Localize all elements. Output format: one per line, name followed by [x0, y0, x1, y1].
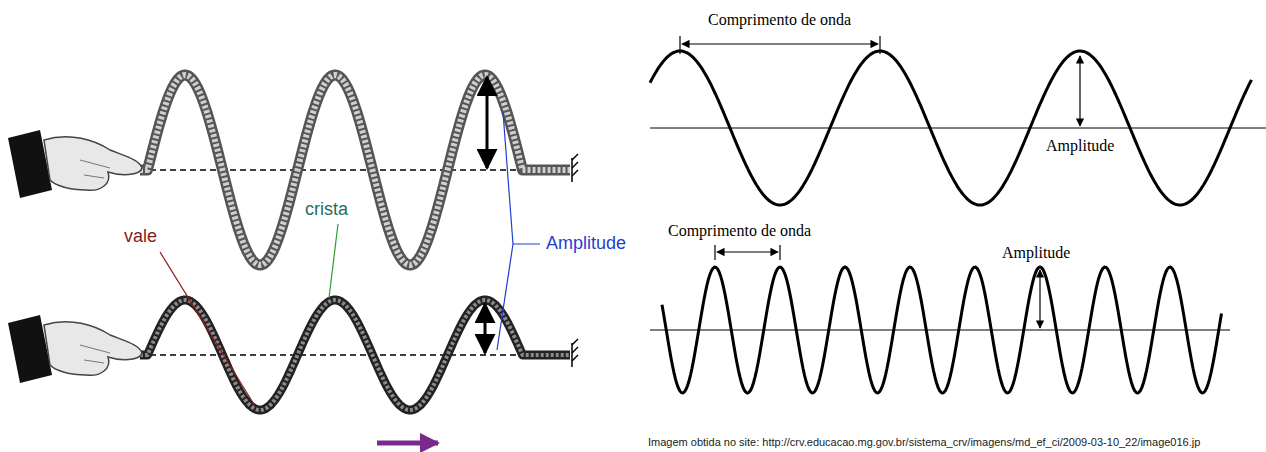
direction-arrow — [377, 441, 438, 446]
measure-label: Comprimento de onda — [708, 11, 851, 29]
wave — [662, 267, 1222, 393]
rope — [140, 75, 570, 265]
amplitude-arrow — [486, 77, 489, 168]
bracket-line — [497, 112, 540, 350]
hand — [8, 130, 142, 198]
rope — [140, 300, 570, 410]
leader-line — [160, 252, 255, 406]
rope — [140, 75, 570, 265]
rest-line — [140, 354, 570, 356]
wavelength-arrow — [715, 245, 780, 260]
rope — [140, 300, 570, 410]
leader-line — [329, 224, 338, 298]
wave-part-label: Amplitude — [546, 233, 626, 254]
wave-part-label: crista — [305, 199, 348, 220]
measure-label: Amplitude — [1002, 244, 1070, 262]
wave-part-label: vale — [124, 226, 157, 247]
wavelength-arrow — [680, 36, 880, 54]
measure-label: Comprimento de onda — [668, 222, 811, 240]
amplitude-arrow — [1079, 56, 1080, 126]
measure-label: Amplitude — [1046, 137, 1114, 155]
wall — [572, 154, 578, 367]
wave — [650, 51, 1252, 205]
rest-line — [140, 169, 570, 171]
amplitude-arrow — [1039, 270, 1040, 328]
hand — [8, 315, 142, 383]
axis-line — [650, 330, 1230, 331]
amplitude-arrow — [484, 304, 487, 353]
source-caption: Imagem obtida no site: http://crv.educac… — [648, 436, 1200, 449]
axis-line — [650, 128, 1266, 129]
